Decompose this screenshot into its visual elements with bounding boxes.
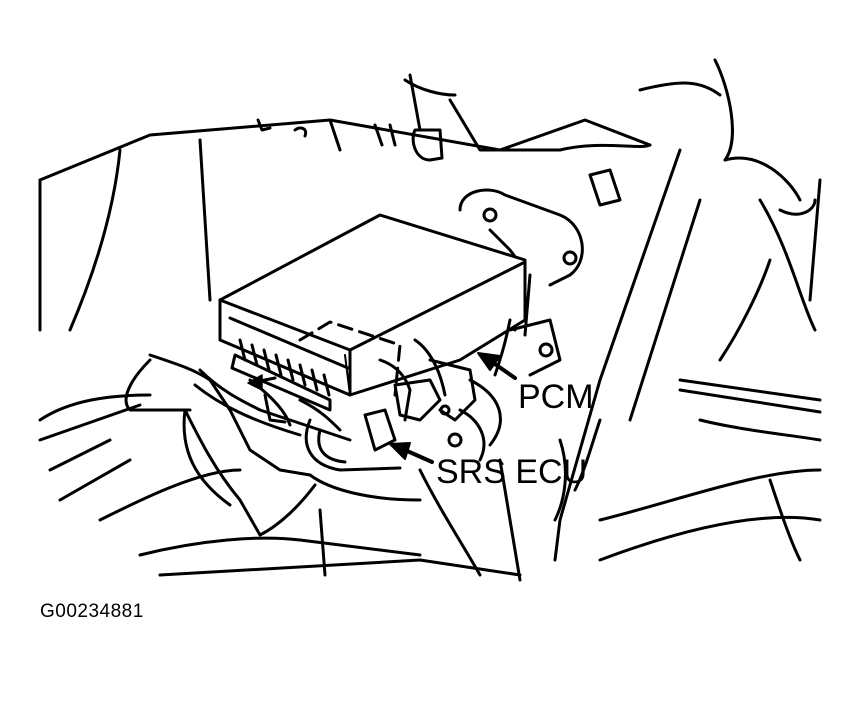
srs-ecu-arrowhead: [389, 442, 411, 460]
srs-ecu-label: SRS ECU: [436, 453, 588, 491]
figure-id: G00234881: [40, 601, 144, 622]
pcm-arrowhead: [477, 352, 501, 371]
trim-panel: [124, 353, 422, 537]
internal-arrow: [247, 374, 277, 391]
pcm-label: PCM: [518, 378, 594, 416]
connector-pins: [230, 338, 332, 412]
background-structure: [38, 58, 822, 582]
srs-ecu-leader-arrow: [389, 442, 434, 464]
pcm-leader-arrow: [477, 352, 517, 380]
